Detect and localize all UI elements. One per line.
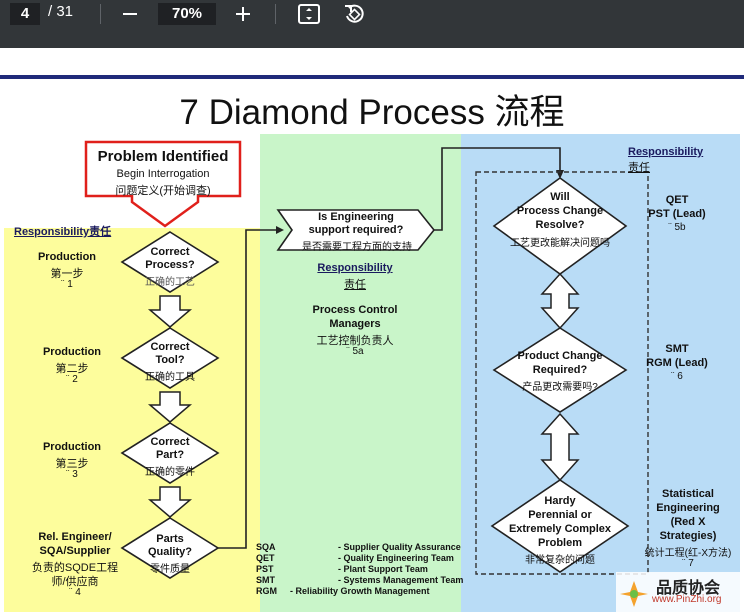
owner-step3-name: Production: [42, 441, 102, 453]
eng-support-l1: Is Engineering: [318, 211, 394, 223]
watermark-url: www.PinZhi.org: [652, 594, 722, 605]
problem-arrow: [84, 140, 242, 228]
zoom-out-icon[interactable]: [116, 0, 144, 28]
diamond-process-l1: Correct: [150, 246, 190, 258]
legend-abbr-qet: QET: [256, 553, 275, 563]
mid-owner-cn: 工艺控制负责人: [316, 335, 394, 347]
watermark-logo-icon: [620, 581, 648, 607]
owner-step1-cn: 第一步: [50, 268, 84, 280]
owner-step2-name: Production: [42, 346, 102, 358]
right-owner-7-l2: Engineering: [656, 502, 720, 514]
right-owner-5b-num: ¨ 5b: [668, 222, 686, 233]
right-owner-7-l1: Statistical: [662, 488, 714, 500]
mid-responsibility-header: Responsibility: [317, 262, 393, 274]
legend-desc-sqa: - Supplier Quality Assurance: [338, 542, 461, 552]
legend-desc-qet: - Quality Engineering Team: [338, 553, 454, 563]
watermark-cn: 品质协会: [656, 580, 721, 597]
owner-step1-num: ¨ 1: [61, 279, 73, 290]
mid-owner-l2: Managers: [329, 318, 381, 330]
legend-desc-smt: - Systems Management Team: [338, 575, 464, 585]
diamond-quality-l1: Parts: [156, 533, 184, 545]
mid-responsibility-cn: 责任: [344, 279, 366, 291]
page-title: 7 Diamond Process 流程: [179, 93, 565, 132]
mid-owner-num: ¨ 5a: [346, 346, 364, 357]
diamond-pcr-l3: Resolve?: [535, 219, 585, 231]
eng-support-cn: 是否需要工程方面的支持: [302, 242, 412, 253]
page-total: / 31: [48, 3, 74, 20]
owner-step4-cn: 负责的SQDE工程: [31, 562, 119, 574]
diamond-part-l2: Part?: [155, 449, 185, 461]
diamond-process-cn: 正确的工艺: [145, 277, 195, 288]
legend-abbr-pst: PST: [256, 564, 274, 574]
diamond-quality-l2: Quality?: [147, 546, 192, 558]
right-owner-6-num: ¨ 6: [671, 371, 683, 382]
right-owner-5b-l1: QET: [665, 194, 689, 206]
owner-step4-name: Rel. Engineer/: [38, 531, 112, 543]
diamond-pcr-cn: 工艺更改能解决问题吗: [510, 238, 610, 249]
diamond-pcr-l2: Process Change: [516, 205, 604, 217]
diamond-pcr-l1: Will: [550, 191, 570, 203]
fit-to-page-icon[interactable]: [295, 0, 323, 28]
right-responsibility-header: Responsibility: [628, 146, 704, 158]
right-owner-6-l2: RGM (Lead): [646, 357, 708, 369]
rotate-icon[interactable]: [340, 0, 368, 28]
pdf-page: 7 Diamond Process 流程 Problem Identified …: [0, 48, 744, 612]
problem-subtitle: Begin Interrogation: [116, 168, 210, 180]
legend-desc-rgm: - Reliability Growth Management: [290, 586, 430, 596]
mid-owner-l1: Process Control: [312, 304, 398, 316]
diamond-quality-cn: 零件质量: [150, 564, 190, 575]
eng-support-l2: support required?: [308, 224, 404, 236]
owner-step2-num: ¨ 2: [66, 374, 78, 385]
problem-subtitle-cn: 问题定义(开始调查): [115, 185, 211, 197]
pdf-toolbar: 4 / 31 70%: [0, 0, 744, 48]
diamond-part-cn: 正确的零件: [145, 467, 195, 478]
zoom-in-icon[interactable]: [229, 0, 257, 28]
legend-desc-pst: - Plant Support Team: [338, 564, 428, 574]
owner-step2-cn: 第二步: [55, 363, 89, 375]
owner-step4-num: ¨ 4: [69, 587, 81, 598]
owner-step1-name: Production: [37, 251, 97, 263]
diamond-tool-l1: Correct: [150, 341, 190, 353]
diamond-tool-l2: Tool?: [155, 354, 185, 366]
watermark: 品质协会 www.PinZhi.org: [616, 572, 744, 612]
diamond-hardy-cn: 非常复杂的问题: [525, 555, 595, 566]
right-owner-7-l3: (Red X: [670, 516, 706, 528]
right-owner-7-cn: 统计工程(红-X方法): [644, 548, 732, 559]
toolbar-divider: [275, 4, 276, 24]
diamond-product-l1: Product Change: [517, 350, 603, 362]
diamond-tool-cn: 正确的工具: [145, 372, 195, 383]
page-number-input[interactable]: 4: [10, 3, 40, 25]
right-owner-5b-l2: PST (Lead): [648, 208, 706, 220]
slide-header-rule: [0, 75, 744, 79]
toolbar-divider: [100, 4, 101, 24]
owner-step3-cn: 第三步: [55, 458, 89, 470]
diamond-hardy-l2: Perennial or: [528, 509, 592, 521]
diamond-hardy-l1: Hardy: [544, 495, 576, 507]
problem-title: Problem Identified: [97, 148, 229, 165]
diamond-hardy-l3: Extremely Complex: [508, 523, 612, 535]
diamond-process-l2: Process?: [145, 259, 195, 271]
legend-abbr-rgm: RGM: [256, 586, 277, 596]
zoom-level-input[interactable]: 70%: [158, 3, 216, 25]
owner-step4-role: SQA/Supplier: [39, 545, 111, 557]
legend-abbr-sqa: SQA: [256, 542, 276, 552]
right-owner-6-l1: SMT: [665, 343, 689, 355]
diamond-product-l2: Required?: [532, 364, 588, 376]
right-owner-7-num: ¨ 7: [682, 558, 694, 569]
flow-diagram: [120, 147, 649, 579]
diamond-hardy-l4: Problem: [537, 537, 582, 549]
right-owner-7-l4: Strategies): [659, 530, 717, 542]
legend-abbr-smt: SMT: [256, 575, 275, 585]
diamond-part-l1: Correct: [150, 436, 190, 448]
right-responsibility-cn: 责任: [628, 162, 650, 174]
owner-step3-num: ¨ 3: [66, 469, 78, 480]
left-responsibility-header: Responsibility责任: [14, 226, 112, 238]
owner-step4-cn2: 师/供应商: [51, 576, 99, 588]
diamond-product-cn: 产品更改需要吗?: [522, 382, 598, 393]
